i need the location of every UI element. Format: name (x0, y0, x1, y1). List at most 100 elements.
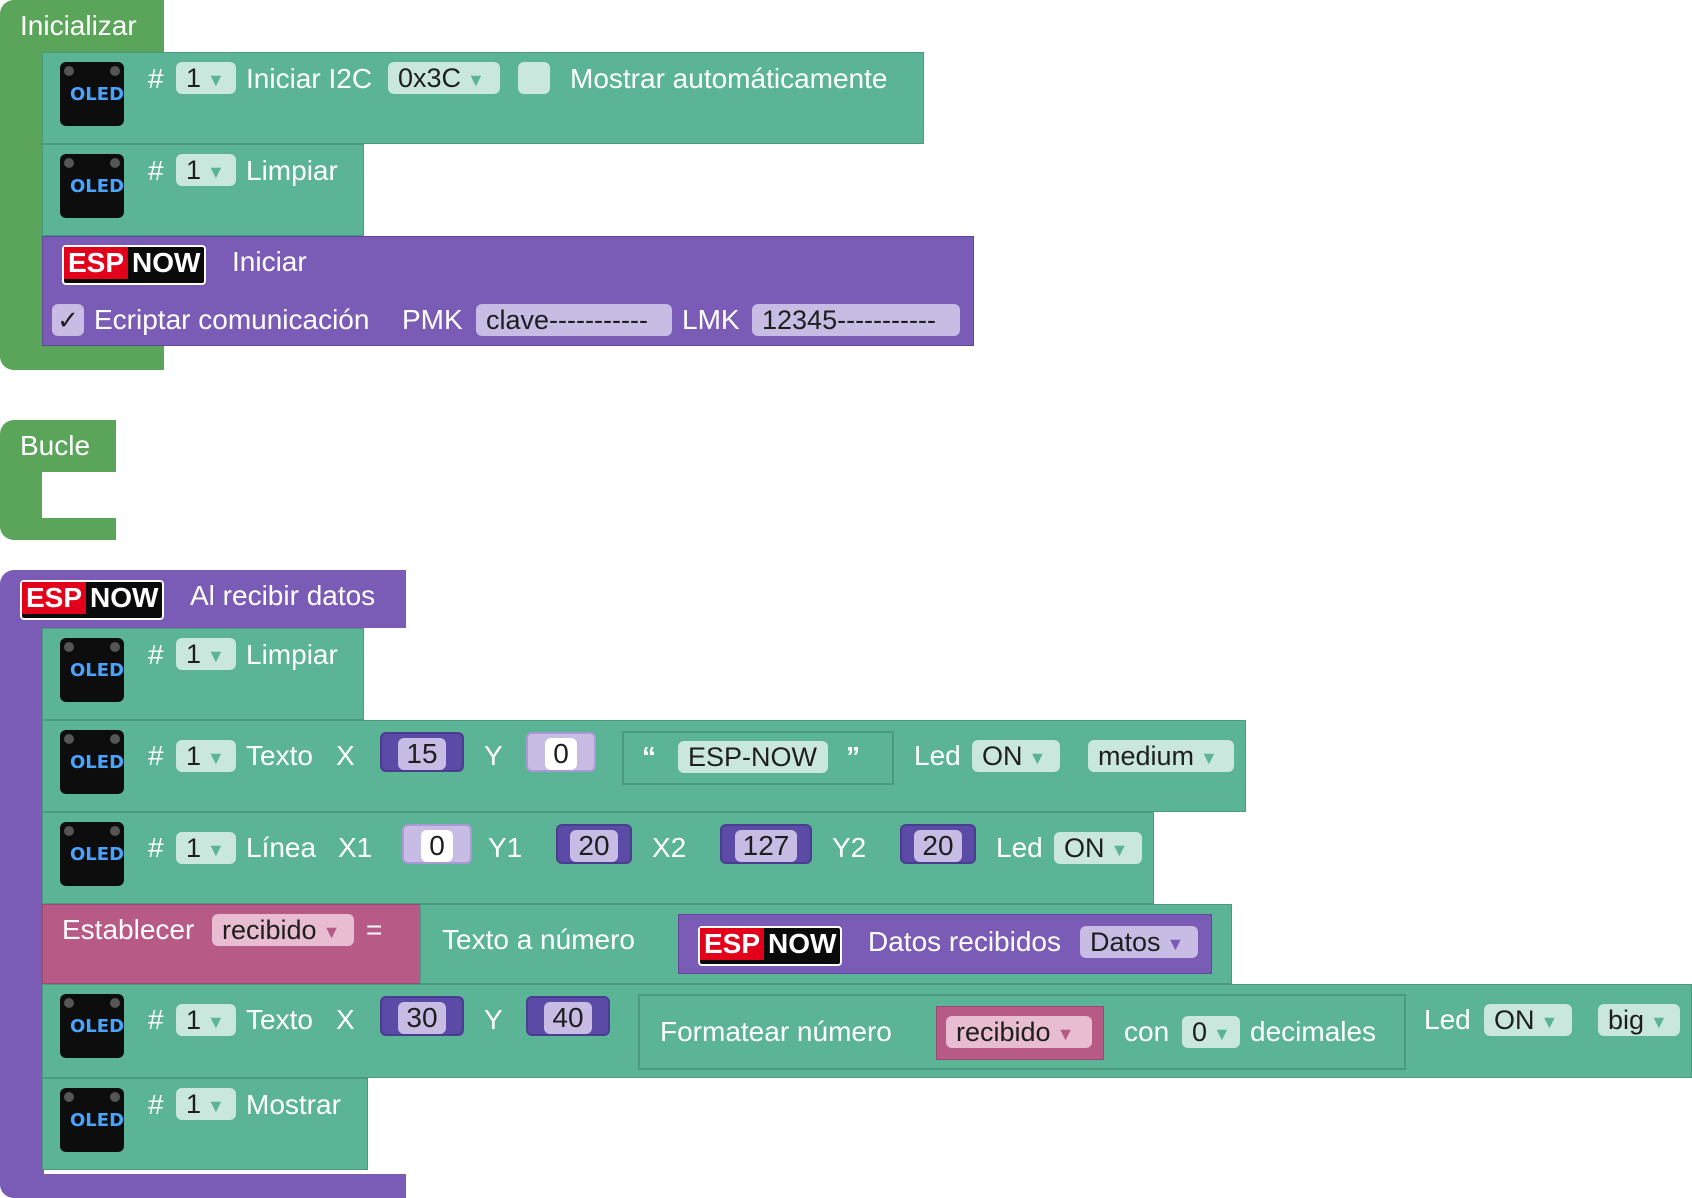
chevron-down-icon: ▼ (1028, 747, 1047, 768)
loop-foot (0, 518, 116, 540)
pmk-label: PMK (402, 304, 463, 335)
hash-label: # (148, 1004, 164, 1035)
hash-label: # (148, 63, 164, 94)
loop-hat-block[interactable] (0, 420, 116, 472)
x1-value-block[interactable]: 0 (402, 824, 472, 864)
receive-body (0, 620, 44, 1198)
oled-index-dropdown[interactable]: 1▼ (176, 638, 236, 670)
oled-index-dropdown[interactable]: 1▼ (176, 1004, 236, 1036)
chevron-down-icon: ▼ (1650, 1011, 1668, 1032)
hash-label: # (148, 740, 164, 771)
font-size-dropdown[interactable]: medium▼ (1088, 740, 1234, 772)
oled-icon: OLED (60, 1088, 124, 1152)
oled-index-dropdown[interactable]: 1▼ (176, 832, 236, 864)
espnow-init-label: Iniciar (232, 246, 307, 277)
led-dropdown[interactable]: ON▼ (972, 740, 1060, 772)
format-number-label: Formatear número (660, 1016, 892, 1047)
y-label: Y (484, 1004, 503, 1035)
init-hat-label: Inicializar (20, 10, 137, 41)
received-data-dropdown[interactable]: Datos▼ (1080, 926, 1198, 958)
oled-icon: OLED (60, 994, 124, 1058)
chevron-down-icon: ▼ (1540, 1011, 1559, 1032)
x-value-block[interactable]: 15 (380, 732, 464, 772)
font-size-dropdown[interactable]: big▼ (1598, 1004, 1680, 1036)
x-value-block[interactable]: 30 (380, 996, 464, 1036)
chevron-down-icon: ▼ (207, 1095, 225, 1116)
hash-label: # (148, 639, 164, 670)
con-label: con (1124, 1016, 1170, 1047)
oled-icon: OLED (60, 154, 124, 218)
show-label: Mostrar (246, 1089, 341, 1120)
text-label: Texto (246, 1004, 313, 1035)
chevron-down-icon: ▼ (207, 645, 225, 666)
oled-index-dropdown[interactable]: 1▼ (176, 62, 236, 94)
chevron-down-icon: ▼ (207, 747, 225, 768)
lmk-input[interactable]: 12345----------- (752, 304, 960, 336)
chevron-down-icon: ▼ (1110, 839, 1129, 860)
pmk-input[interactable]: clave----------- (476, 304, 672, 336)
chevron-down-icon: ▼ (1200, 747, 1218, 768)
loop-hat-label: Bucle (20, 430, 91, 461)
hash-label: # (148, 1089, 164, 1120)
oled-icon: OLED (60, 730, 124, 794)
auto-display-label: Mostrar automáticamente (570, 63, 888, 94)
oled-index-dropdown[interactable]: 1▼ (176, 740, 236, 772)
i2c-address-dropdown[interactable]: 0x3C▼ (388, 62, 500, 94)
set-label: Establecer (62, 914, 195, 945)
quote-open-icon: “ (642, 741, 656, 772)
init-hat-body (0, 40, 44, 370)
chevron-down-icon: ▼ (467, 69, 485, 90)
chevron-down-icon: ▼ (207, 839, 225, 860)
hash-label: # (148, 155, 164, 186)
oled-index-dropdown[interactable]: 1▼ (176, 1088, 236, 1120)
x-label: X (336, 740, 355, 771)
encrypt-checkbox[interactable]: ✓ (52, 304, 84, 336)
auto-display-checkbox[interactable] (518, 62, 550, 94)
y-label: Y (484, 740, 503, 771)
oled-icon: OLED (60, 822, 124, 886)
string-block[interactable] (622, 731, 894, 785)
x1-label: X1 (338, 832, 373, 863)
string-input[interactable]: ESP-NOW (678, 741, 828, 773)
decimals-dropdown[interactable]: 0▼ (1182, 1016, 1240, 1048)
oled-icon: OLED (60, 638, 124, 702)
chevron-down-icon: ▼ (207, 69, 225, 90)
received-data-label: Datos recibidos (868, 926, 1061, 957)
clear-label: Limpiar (246, 639, 338, 670)
chevron-down-icon: ▼ (207, 1011, 225, 1032)
variable-dropdown[interactable]: recibido▼ (946, 1016, 1092, 1048)
y2-label: Y2 (832, 832, 867, 863)
oled-index-dropdown[interactable]: 1▼ (176, 154, 236, 186)
led-dropdown[interactable]: ON▼ (1054, 832, 1142, 864)
hash-label: # (148, 832, 164, 863)
x2-value-block[interactable]: 127 (720, 824, 812, 864)
chevron-down-icon: ▼ (1213, 1023, 1231, 1044)
led-label: Led (1424, 1004, 1471, 1035)
encrypt-label: Ecriptar comunicación (94, 304, 370, 335)
x-label: X (336, 1004, 355, 1035)
receive-foot (0, 1174, 406, 1198)
clear-label: Limpiar (246, 155, 338, 186)
led-label: Led (996, 832, 1043, 863)
init-hat-foot (0, 346, 164, 370)
y1-label: Y1 (488, 832, 523, 863)
y1-value-block[interactable]: 20 (556, 824, 632, 864)
i2c-label: Iniciar I2C (246, 63, 373, 94)
y-value-block[interactable]: 40 (526, 996, 610, 1036)
decimals-label: decimales (1250, 1016, 1377, 1047)
variable-dropdown[interactable]: recibido▼ (212, 914, 354, 946)
y2-value-block[interactable]: 20 (900, 824, 976, 864)
text-label: Texto (246, 740, 313, 771)
y-value-block[interactable]: 0 (526, 732, 596, 772)
led-dropdown[interactable]: ON▼ (1484, 1004, 1572, 1036)
text-to-number-label: Texto a número (442, 924, 635, 955)
quote-close-icon: ” (846, 741, 860, 772)
chevron-down-icon: ▼ (1166, 933, 1185, 954)
receive-hat-label: Al recibir datos (190, 580, 376, 611)
oled-icon: OLED (60, 62, 124, 126)
chevron-down-icon: ▼ (322, 921, 341, 942)
equals-label: = (366, 914, 383, 945)
